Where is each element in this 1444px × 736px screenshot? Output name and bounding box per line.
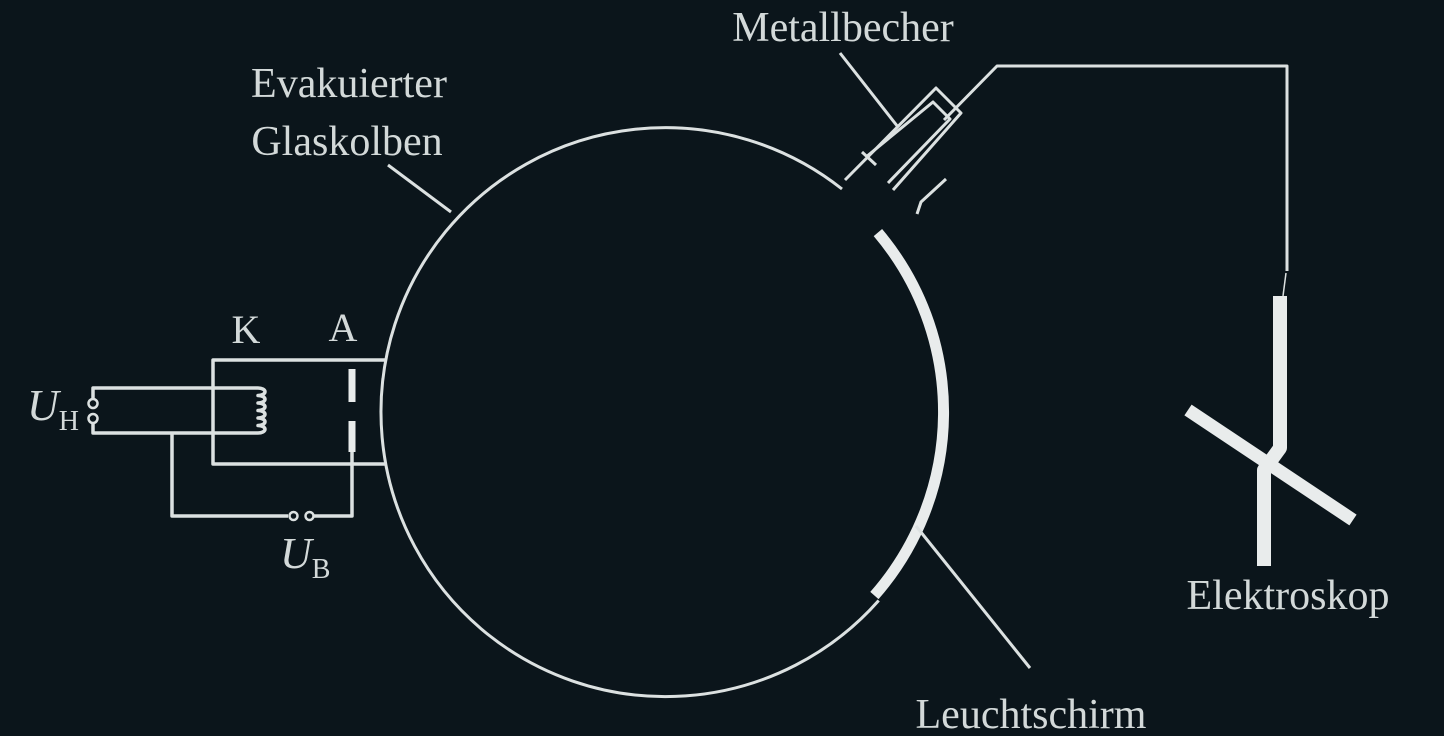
label-screen: Leuchtschirm: [916, 692, 1147, 736]
pointer-line-screen: [914, 525, 1032, 669]
glass-socket-outline: [843, 86, 963, 191]
label-evacuated-bulb-line2: Glaskolben: [251, 119, 442, 165]
tube-neck-walls: [211, 358, 386, 466]
heater-terminal-bottom: [87, 412, 99, 425]
label-metal-cup: Metallbecher: [732, 5, 954, 51]
label-anode-A: A: [329, 305, 358, 350]
label-electroscope: Elektroskop: [1187, 573, 1390, 619]
wire-cup-to-electroscope: [942, 64, 1289, 271]
metal-cup-lower-rim: [915, 177, 948, 215]
glass-bulb-outline: [379, 126, 880, 699]
accel-terminal-left: [288, 510, 299, 522]
heater-voltage-subscript: H: [59, 406, 79, 437]
heater-filament-coil-circuit: [91, 386, 267, 435]
pointer-line-metal-cup: [838, 52, 900, 128]
heater-terminal-top: [87, 397, 99, 410]
accel-terminal-right: [304, 510, 315, 522]
metal-cup-rim-tick: [860, 150, 878, 167]
heater-voltage-symbol: U: [27, 381, 62, 430]
accel-voltage-subscript: B: [312, 554, 331, 585]
accel-voltage-symbol: U: [280, 529, 315, 578]
label-accel-voltage: UB: [280, 529, 330, 585]
electroscope-lead-taper: [1282, 272, 1287, 297]
fluorescent-screen-arc: [870, 229, 950, 600]
label-heater-voltage: UH: [27, 381, 79, 437]
pointer-line-glass-bulb: [387, 163, 452, 214]
metal-cup-outline: [865, 100, 952, 185]
accel-wire-cathode-side: [170, 433, 288, 518]
label-evacuated-bulb-line1: Evakuierter: [251, 61, 447, 107]
accel-wire-anode-side: [314, 452, 354, 518]
electroscope-needle: [1184, 404, 1357, 526]
label-cathode-K: K: [232, 307, 261, 352]
